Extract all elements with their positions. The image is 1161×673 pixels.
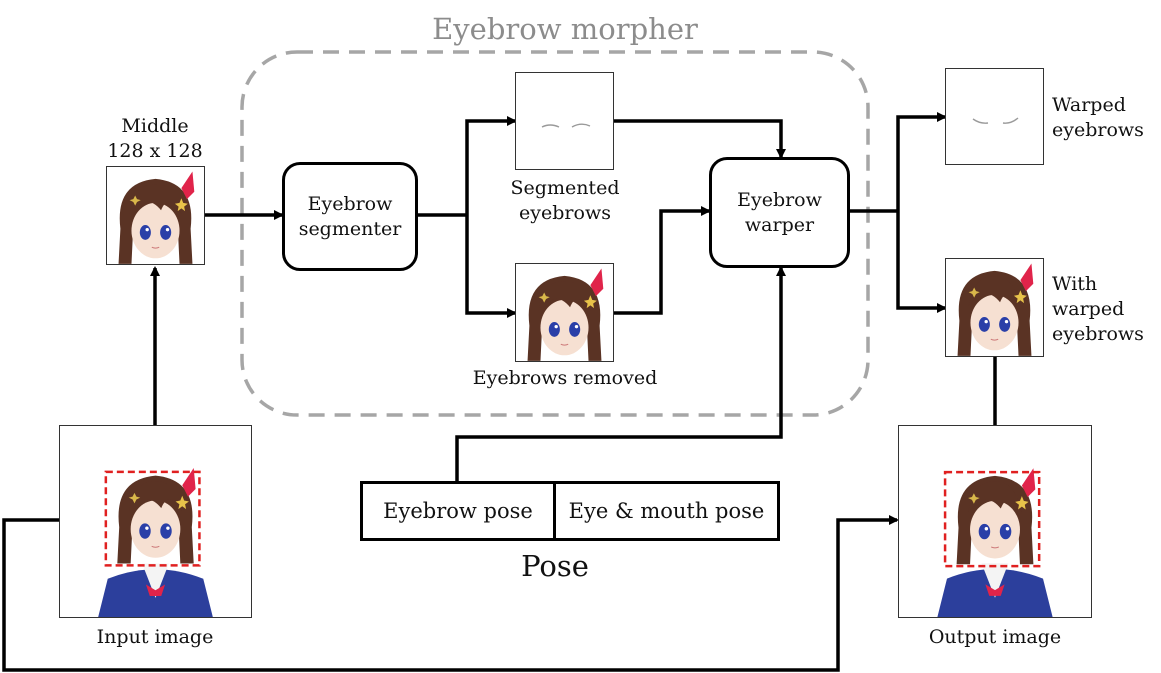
pose-table: Eyebrow pose Eye & mouth pose <box>360 481 780 541</box>
pose-title: Pose <box>521 549 589 583</box>
segmented-label-line2: eyebrows <box>519 202 611 224</box>
anime-girl-portrait-icon <box>945 258 1044 357</box>
segmenter-line1: Eyebrow <box>307 192 393 215</box>
eyebrow-segmenter-node: Eyebrow segmenter <box>282 162 418 271</box>
group-title: Eyebrow morpher <box>432 12 698 46</box>
eyebrow-pose-cell: Eyebrow pose <box>363 484 556 538</box>
segmented-label: Segmented eyebrows <box>495 176 635 226</box>
output-image <box>898 425 1092 618</box>
arrow-to-segmented <box>465 116 517 215</box>
arrow-removed-to-warper <box>614 206 711 315</box>
output-image-label: Output image <box>928 626 1062 648</box>
arrow-segmented-to-warper <box>614 119 786 159</box>
with-label-line1: With <box>1052 273 1098 295</box>
morpher-group-border <box>240 50 870 417</box>
segmented-label-line1: Segmented <box>510 177 620 199</box>
middle-label: Middle 128 x 128 <box>90 114 220 164</box>
eyebrows-removed-label: Eyebrows removed <box>472 367 658 389</box>
arrow-to-warped-eyebrows <box>896 112 947 211</box>
eyebrow-warper-node: Eyebrow warper <box>709 157 850 268</box>
with-label-line3: eyebrows <box>1052 323 1144 345</box>
middle-label-line2: 128 x 128 <box>107 140 203 162</box>
input-image-label: Input image <box>96 626 214 648</box>
arrow-to-with-warped <box>896 211 947 313</box>
middle-label-line1: Middle <box>121 115 189 137</box>
arrow-input-bypass-to-output <box>2 515 899 672</box>
segmenter-line2: segmenter <box>298 217 402 240</box>
eyebrow-strokes-icon <box>972 117 1019 124</box>
input-image <box>59 425 252 618</box>
with-warped-label: With warped eyebrows <box>1052 272 1157 347</box>
arrow-pose-to-warper <box>455 266 786 482</box>
arrow-to-removed <box>465 215 517 318</box>
warper-line2: warper <box>744 213 815 236</box>
warped-label-line1: Warped <box>1052 94 1126 116</box>
segmented-eyebrows-image <box>515 72 614 170</box>
eye-mouth-pose-cell: Eye & mouth pose <box>568 499 765 523</box>
anime-girl-portrait-icon <box>515 263 614 362</box>
warper-line1: Eyebrow <box>737 188 822 211</box>
warped-eyebrows-label: Warped eyebrows <box>1052 93 1157 143</box>
crop-box <box>943 470 1041 568</box>
eyebrow-strokes-icon <box>541 123 591 128</box>
with-label-line2: warped <box>1052 298 1125 320</box>
warped-label-line2: eyebrows <box>1052 119 1144 141</box>
crop-box <box>104 470 201 567</box>
warped-eyebrows-image <box>945 68 1044 165</box>
anime-girl-portrait-icon <box>106 166 205 265</box>
